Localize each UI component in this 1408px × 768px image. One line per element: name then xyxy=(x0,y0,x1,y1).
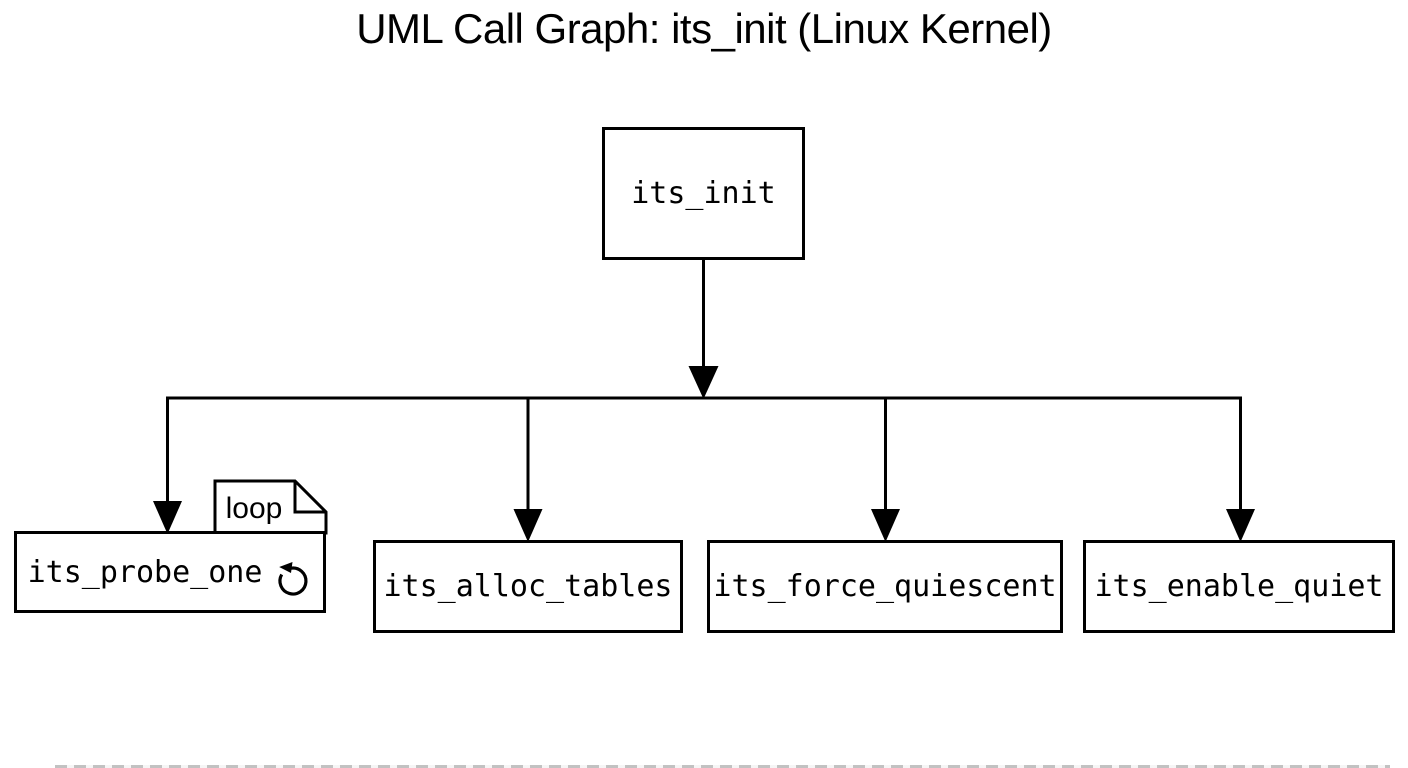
edge-lines xyxy=(166,259,1242,511)
node-label: its_force_quiescent xyxy=(713,569,1057,604)
node-its-init: its_init xyxy=(602,127,805,260)
node-label: its_probe_one xyxy=(27,554,263,590)
node-its-enable-quiet: its_enable_quiet xyxy=(1083,540,1395,633)
arrowhead-enable-icon xyxy=(1226,509,1255,542)
loop-note-body xyxy=(213,479,328,535)
arrowhead-alloc-icon xyxy=(513,509,543,542)
loop-icon xyxy=(278,562,308,596)
node-label: its_init xyxy=(631,176,776,211)
node-label: its_enable_quiet xyxy=(1094,569,1384,604)
arrowhead-probe-icon xyxy=(153,501,182,534)
diagram-title: UML Call Graph: its_init (Linux Kernel) xyxy=(356,5,1052,52)
loop-note: loop xyxy=(213,479,328,535)
folded-corner-icon xyxy=(293,481,326,514)
node-label: its_alloc_tables xyxy=(383,569,673,604)
node-its-alloc-tables: its_alloc_tables xyxy=(373,540,683,633)
arrowhead-root-icon xyxy=(688,366,719,399)
arrowheads xyxy=(153,366,1255,542)
cropped-text-remnant xyxy=(55,765,1390,768)
node-its-force-quiescent: its_force_quiescent xyxy=(707,540,1063,633)
node-its-probe-one: its_probe_one xyxy=(14,531,326,613)
arrowhead-force-icon xyxy=(871,509,900,542)
loop-note-label: loop xyxy=(226,492,283,525)
